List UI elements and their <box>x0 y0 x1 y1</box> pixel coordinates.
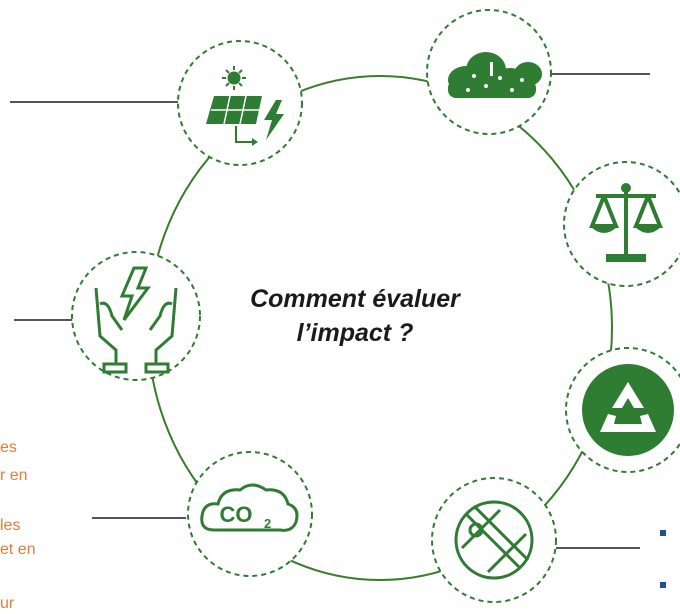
node-solar <box>177 40 303 166</box>
recycle-badge <box>582 364 674 456</box>
center-question-line2: l’impact ? <box>296 319 414 347</box>
node-co2: CO 2 <box>187 451 313 577</box>
left-text-fragment: r en <box>0 467 28 484</box>
node-pollution <box>426 9 552 135</box>
left-text-fragment: et en <box>0 541 36 558</box>
left-text-fragment: les <box>0 517 21 534</box>
recycle-icon <box>600 382 656 432</box>
left-text-fragment: es <box>0 439 17 456</box>
co2-subscript: 2 <box>264 516 271 531</box>
node-energy-hands <box>71 251 201 381</box>
center-question-line1: Comment évaluer <box>250 285 460 313</box>
node-balance <box>563 161 680 287</box>
land-use-map-icon <box>454 500 534 580</box>
left-text-fragment: ur <box>0 595 15 612</box>
energy-hands-icon <box>94 266 178 374</box>
node-recycle <box>565 347 680 473</box>
bullet-marker <box>660 530 666 536</box>
balance-scale-icon <box>589 183 663 262</box>
center-question: Comment évaluer l’impact ? <box>210 282 500 350</box>
solar-energy-icon <box>206 66 284 146</box>
node-land-use <box>431 477 557 603</box>
pollution-cloud-icon <box>448 52 542 98</box>
bullet-marker <box>660 582 666 588</box>
co2-label: CO <box>220 502 253 527</box>
co2-cloud-icon: CO 2 <box>200 483 299 532</box>
